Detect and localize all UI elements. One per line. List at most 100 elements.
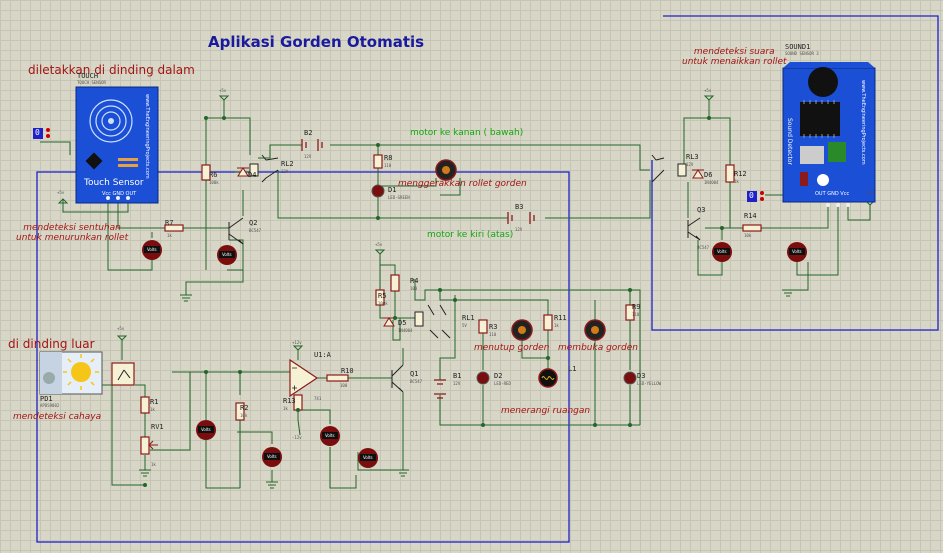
touch-sensor-sub: TOUCH SENSOR	[77, 80, 106, 85]
ground-symbols	[139, 289, 794, 489]
touch-sensor-module	[75, 86, 159, 204]
q1-transistor	[391, 364, 404, 393]
label-r9-value: 110	[632, 312, 640, 317]
label-vcc-3: +5v	[375, 242, 383, 247]
label-rl3: RL3	[686, 153, 699, 161]
label-r7: R7	[165, 219, 174, 227]
label-q1: Q1	[410, 370, 419, 378]
note-light-detect: mendeteksi cahaya	[13, 412, 102, 422]
sound-sensor-pins: OUT GND Vcc	[815, 191, 850, 197]
label-d5-value: 1N4004	[398, 328, 413, 333]
ldr-sub: APDS9002	[40, 403, 60, 408]
label-d3-value: LED-YELLOW	[637, 381, 662, 386]
r10-body	[326, 374, 349, 382]
r9-body	[625, 304, 635, 321]
note-motor-move: menggerakkan rollet gorden	[398, 179, 527, 189]
label-vcc-6: +5v	[866, 190, 874, 195]
label-r5: R5	[378, 292, 387, 300]
voltmeter-3: Volts	[712, 242, 732, 262]
wire-network	[40, 100, 871, 489]
label-l1: L1	[568, 365, 577, 373]
r8-body	[373, 154, 383, 169]
label-r4-value: 100	[410, 286, 418, 291]
label-r4: R4	[410, 277, 419, 285]
inside-wall-region	[36, 171, 570, 543]
label-r8: R8	[384, 154, 393, 162]
d6-diode	[692, 169, 704, 179]
label-r5-value: 100k	[378, 301, 388, 306]
label-u1-value: 741	[314, 396, 322, 401]
label-vcc-opamp: +12v	[292, 340, 302, 345]
label-d5: D5	[398, 319, 407, 327]
d1-led	[371, 184, 385, 198]
label-b1-value: 12V	[453, 381, 461, 386]
label-q3: Q3	[697, 206, 706, 214]
ldr-ref: PD1	[40, 395, 53, 403]
note-open-curtain: membuka gorden	[558, 343, 638, 353]
voltmeter-1: Volts	[142, 240, 162, 260]
svg-text:Volts: Volts	[792, 249, 802, 254]
d4-diode	[237, 167, 249, 177]
batteries	[301, 139, 535, 399]
label-r11: R11	[554, 314, 567, 322]
label-d4: D4	[248, 171, 257, 179]
touch-sensor-site: www.TheEngineeringProjects.com	[144, 94, 150, 179]
resistors	[140, 154, 762, 455]
label-vcc-4: +5v	[117, 326, 125, 331]
label-q1-value: BC547	[410, 379, 423, 384]
label-d3: D3	[637, 372, 646, 380]
label-r13-value: 1k	[283, 406, 288, 411]
label-r10: R10	[341, 367, 354, 375]
svg-text:Volts: Volts	[267, 454, 277, 459]
note-sound-detect: mendeteksi suara untuk menaikkan rollet	[682, 47, 787, 67]
sound-sensor-label: Sound Detector	[786, 118, 793, 165]
logic-states	[33, 128, 764, 202]
label-b3: B3	[515, 203, 524, 211]
r7-body	[164, 224, 184, 232]
note-outside-wall: di dinding luar	[8, 337, 95, 351]
label-r14: R14	[744, 212, 757, 220]
d3-led	[623, 371, 637, 385]
label-rl3-value: 12V	[686, 162, 694, 167]
label-d6: D6	[704, 171, 713, 179]
label-r1-value: 1k	[150, 407, 155, 412]
r5-body	[375, 289, 385, 306]
label-r12: R12	[734, 170, 747, 178]
label-b1: B1	[453, 372, 462, 380]
rv1-body	[140, 436, 150, 455]
label-r9: R9	[632, 303, 641, 311]
voltmeter-5: Volts	[196, 420, 216, 440]
label-q2: Q2	[249, 219, 258, 227]
r12-body	[725, 164, 735, 183]
label-r7-value: 1k	[167, 233, 172, 238]
svg-text:Volts: Volts	[325, 433, 335, 438]
voltmeter-2: Volts	[217, 245, 237, 265]
touch-logic-state[interactable]: 0	[35, 128, 40, 137]
junction-dots	[143, 116, 724, 487]
sound-logic-state[interactable]: 0	[749, 191, 754, 200]
relays	[249, 154, 687, 339]
note-inside-wall: diletakkan di dinding dalam	[28, 63, 195, 77]
label-d2: D2	[494, 372, 503, 380]
label-r13: R13	[283, 397, 296, 405]
note-touch-detect: mendeteksi sentuhan untuk menurunkan rol…	[16, 223, 129, 243]
d2-led	[476, 371, 490, 385]
r2-body	[235, 402, 245, 421]
r11-body	[543, 314, 553, 331]
label-r3: R3	[489, 323, 498, 331]
label-d6-value: 1N4004	[704, 180, 719, 185]
label-vcc-5: +5v	[57, 190, 65, 195]
label-b3-value: 12V	[515, 227, 523, 232]
touch-sensor-pins: Vcc GND OUT	[102, 191, 137, 197]
voltmeter-4: Volts	[787, 242, 807, 262]
svg-text:Volts: Volts	[147, 247, 157, 252]
leds	[371, 184, 637, 385]
rl2-coil	[249, 163, 259, 177]
label-vneg-opamp: -12v	[292, 435, 302, 440]
label-u1: U1:A	[314, 351, 331, 359]
lamp-l1	[538, 368, 558, 388]
label-d1-value: LED-GREEN	[388, 195, 410, 200]
sound-sensor-ref: SOUND1	[785, 43, 811, 51]
q2-transistor	[228, 217, 244, 245]
